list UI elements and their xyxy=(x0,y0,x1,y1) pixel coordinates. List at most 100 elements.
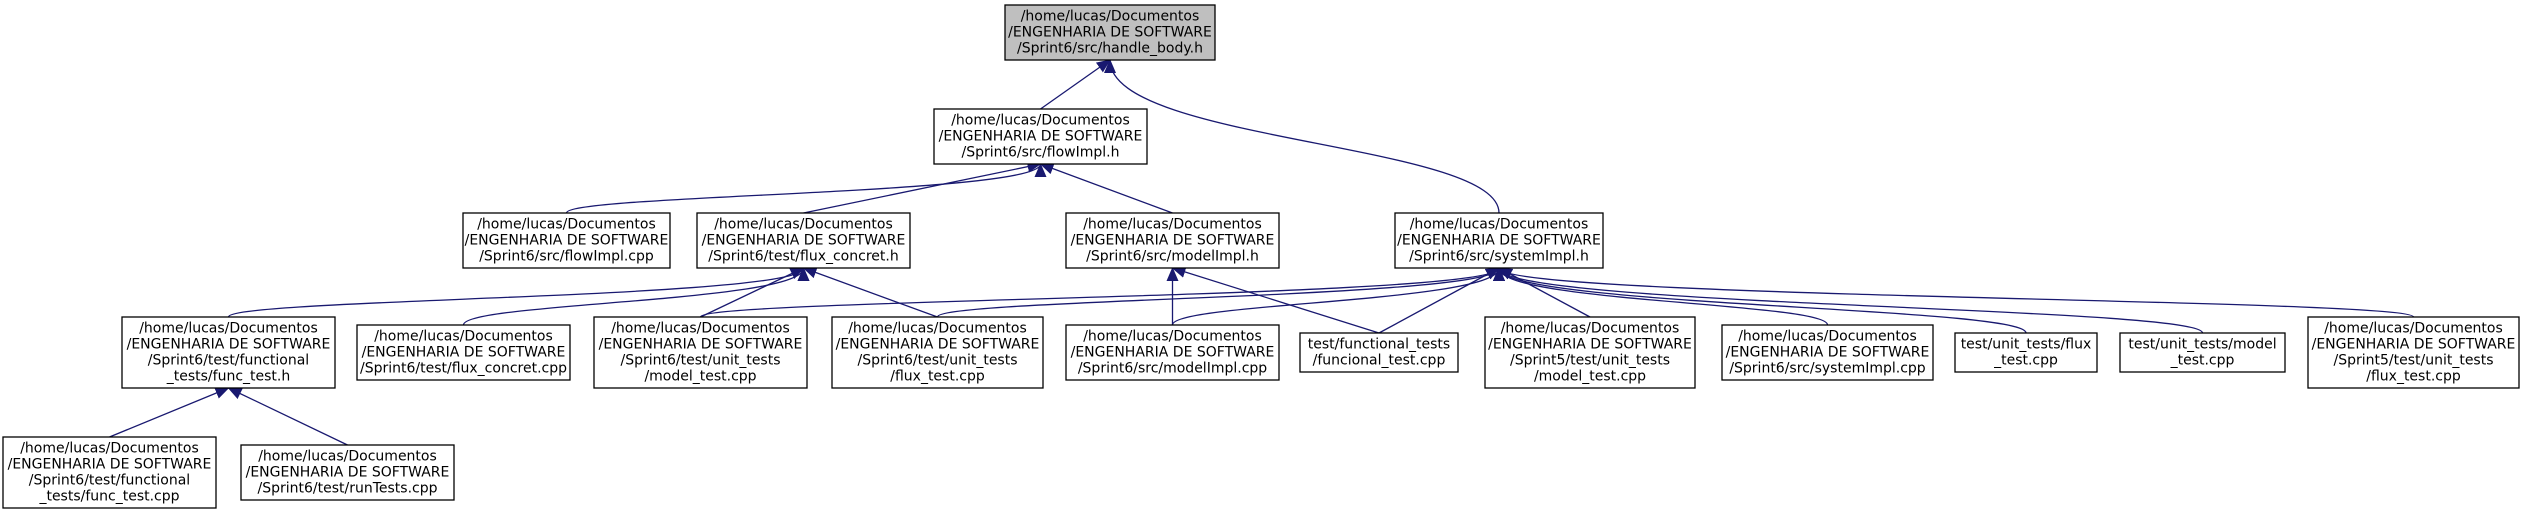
file-node[interactable]: /home/lucas/Documentos/ENGENHARIA DE SOF… xyxy=(240,444,455,501)
dependency-edge xyxy=(1171,266,1380,334)
node-label-line: /home/lucas/Documentos xyxy=(374,329,553,345)
node-label-line: /ENGENHARIA DE SOFTWARE xyxy=(8,457,212,473)
dependency-edge xyxy=(1171,267,1505,326)
dependency-edge xyxy=(936,267,1505,318)
node-box xyxy=(356,324,571,381)
node-box xyxy=(2,436,217,509)
node-box xyxy=(2119,332,2286,373)
node-label-line: _tests/func_test.h xyxy=(166,369,290,385)
file-node[interactable]: /home/lucas/Documentos/ENGENHARIA DE SOF… xyxy=(1065,212,1280,269)
dependency-edge xyxy=(462,267,810,326)
node-box xyxy=(1299,332,1459,373)
node-label-line: /Sprint6/test/flux_concret.cpp xyxy=(360,361,567,377)
node-label-line: test/unit_tests/model xyxy=(2128,337,2276,353)
node-label-line: /home/lucas/Documentos xyxy=(1021,9,1200,25)
node-box xyxy=(121,316,336,389)
dependency-edge xyxy=(1493,267,1829,326)
node-label-line: /Sprint6/src/systemImpl.h xyxy=(1409,249,1589,265)
file-node[interactable]: /home/lucas/Documentos/ENGENHARIA DE SOF… xyxy=(831,316,1044,389)
dependency-edge xyxy=(1493,267,2027,334)
node-label-line: /Sprint6/test/unit_tests xyxy=(620,353,780,369)
file-node[interactable]: /home/lucas/Documentos/ENGENHARIA DE SOF… xyxy=(696,212,911,269)
file-node[interactable]: /home/lucas/Documentos/ENGENHARIA DE SOF… xyxy=(1484,316,1696,389)
file-node[interactable]: test/unit_tests/model_test.cpp xyxy=(2119,332,2286,373)
node-label-line: _test.cpp xyxy=(2170,353,2235,369)
node-label-line: /model_test.cpp xyxy=(644,369,756,385)
node-label-line: /Sprint6/test/functional xyxy=(148,353,309,369)
node-label-line: /Sprint6/src/modelImpl.cpp xyxy=(1078,361,1267,377)
node-label-line: /home/lucas/Documentos xyxy=(951,113,1130,129)
node-label-line: /ENGENHARIA DE SOFTWARE xyxy=(246,465,450,481)
node-label-line: /Sprint6/test/flux_concret.h xyxy=(708,249,898,265)
node-label-line: /home/lucas/Documentos xyxy=(1501,321,1680,337)
node-label-line: /ENGENHARIA DE SOFTWARE xyxy=(1071,345,1275,361)
node-box xyxy=(593,316,808,389)
node-label-line: /ENGENHARIA DE SOFTWARE xyxy=(1008,25,1212,41)
file-node[interactable]: /home/lucas/Documentos/ENGENHARIA DE SOF… xyxy=(933,108,1148,165)
file-node[interactable]: /home/lucas/Documentos/ENGENHARIA DE SOF… xyxy=(462,212,671,269)
node-label-line: test/functional_tests xyxy=(1308,337,1450,353)
node-label-line: /home/lucas/Documentos xyxy=(611,321,790,337)
node-label-line: /home/lucas/Documentos xyxy=(477,217,656,233)
file-node[interactable]: /home/lucas/Documentos/ENGENHARIA DE SOF… xyxy=(2307,316,2520,389)
file-node[interactable]: /home/lucas/Documentos/ENGENHARIA DE SOF… xyxy=(593,316,808,389)
file-node[interactable]: /home/lucas/Documentos/ENGENHARIA DE SOF… xyxy=(356,324,571,381)
node-label-line: /ENGENHARIA DE SOFTWARE xyxy=(1397,233,1601,249)
node-box xyxy=(1721,324,1934,381)
node-label-line: /home/lucas/Documentos xyxy=(848,321,1027,337)
node-label-line: /home/lucas/Documentos xyxy=(1083,329,1262,345)
node-label-line: /Sprint6/src/flowImpl.h xyxy=(962,145,1120,161)
dependency-edge xyxy=(1493,267,2415,318)
dependency-edge xyxy=(1039,162,1173,214)
node-label-line: /ENGENHARIA DE SOFTWARE xyxy=(465,233,669,249)
node-box xyxy=(1954,332,2098,373)
node-box xyxy=(933,108,1148,165)
node-label-line: /Sprint6/src/handle_body.h xyxy=(1017,41,1203,57)
dependency-edge xyxy=(700,267,805,318)
file-node[interactable]: test/functional_tests/funcional_test.cpp xyxy=(1299,332,1459,373)
root-file-node[interactable]: /home/lucas/Documentos/ENGENHARIA DE SOF… xyxy=(1004,4,1216,61)
node-label-line: /ENGENHARIA DE SOFTWARE xyxy=(702,233,906,249)
node-label-line: /home/lucas/Documentos xyxy=(1738,329,1917,345)
node-label-line: /Sprint6/src/modelImpl.h xyxy=(1086,249,1259,265)
file-node[interactable]: /home/lucas/Documentos/ENGENHARIA DE SOF… xyxy=(1721,324,1934,381)
node-label-line: /ENGENHARIA DE SOFTWARE xyxy=(2312,337,2516,353)
dependency-edge xyxy=(1498,267,1591,318)
node-label-line: /ENGENHARIA DE SOFTWARE xyxy=(362,345,566,361)
node-label-line: /flux_test.cpp xyxy=(890,369,985,385)
node-label-line: /ENGENHARIA DE SOFTWARE xyxy=(939,129,1143,145)
node-box xyxy=(240,444,455,501)
node-box xyxy=(1065,212,1280,269)
dependency-edge xyxy=(1040,59,1111,110)
node-label-line: /home/lucas/Documentos xyxy=(714,217,893,233)
node-label-line: /home/lucas/Documentos xyxy=(1410,217,1589,233)
node-box xyxy=(1394,212,1604,269)
node-label-line: /home/lucas/Documentos xyxy=(1083,217,1262,233)
node-label-line: _tests/func_test.cpp xyxy=(38,489,179,505)
dependency-edge xyxy=(1493,267,2204,334)
node-label-line: /ENGENHARIA DE SOFTWARE xyxy=(1726,345,1930,361)
dependency-edge xyxy=(109,387,230,438)
dependency-edge xyxy=(1378,267,1500,334)
edge-layer xyxy=(109,59,2415,446)
node-box xyxy=(1004,4,1216,61)
dependency-edge xyxy=(802,266,938,318)
node-box xyxy=(462,212,671,269)
node-layer: /home/lucas/Documentos/ENGENHARIA DE SOF… xyxy=(2,4,2520,509)
node-label-line: /Sprint6/src/flowImpl.cpp xyxy=(479,249,654,265)
node-label-line: /Sprint6/test/functional xyxy=(29,473,190,489)
node-label-line: test/unit_tests/flux xyxy=(1961,337,2092,353)
file-node[interactable]: test/unit_tests/flux_test.cpp xyxy=(1954,332,2098,373)
node-label-line: /home/lucas/Documentos xyxy=(2324,321,2503,337)
file-node[interactable]: /home/lucas/Documentos/ENGENHARIA DE SOF… xyxy=(121,316,336,389)
node-label-line: /Sprint5/test/unit_tests xyxy=(2333,353,2493,369)
node-label-line: /ENGENHARIA DE SOFTWARE xyxy=(836,337,1040,353)
node-label-line: /ENGENHARIA DE SOFTWARE xyxy=(1488,337,1692,353)
file-node[interactable]: /home/lucas/Documentos/ENGENHARIA DE SOF… xyxy=(2,436,217,509)
file-node[interactable]: /home/lucas/Documentos/ENGENHARIA DE SOF… xyxy=(1394,212,1604,269)
node-box xyxy=(696,212,911,269)
file-node[interactable]: /home/lucas/Documentos/ENGENHARIA DE SOF… xyxy=(1065,324,1280,381)
dependency-edge xyxy=(803,160,1042,214)
node-box xyxy=(831,316,1044,389)
